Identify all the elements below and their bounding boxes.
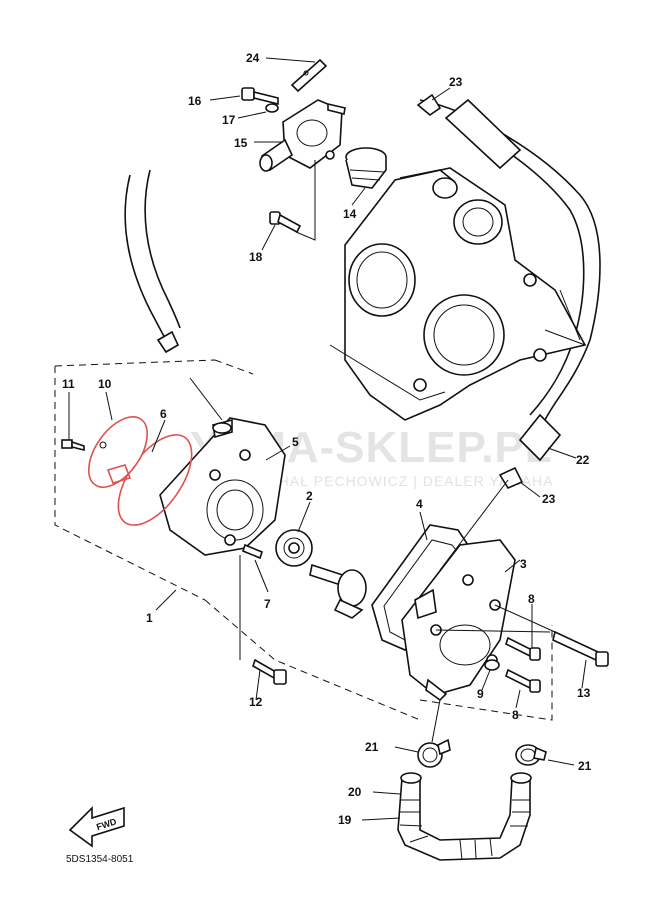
label-11: 11 — [62, 377, 75, 391]
label-10: 10 — [98, 377, 112, 391]
label-8-lower: 8 — [512, 708, 519, 722]
label-15: 15 — [234, 136, 248, 150]
hose-clamp-21-left — [394, 699, 451, 768]
pump-housing-5 — [159, 377, 291, 556]
label-21-right: 21 — [578, 759, 592, 773]
label-8-upper: 8 — [528, 592, 535, 606]
plate-24 — [265, 57, 328, 93]
bolt-13 — [552, 630, 609, 689]
bearing-2 — [275, 501, 313, 567]
label-23-lower: 23 — [542, 492, 556, 506]
label-3: 3 — [520, 557, 527, 571]
washer-17 — [237, 103, 279, 119]
thermostat-cover-15 — [254, 99, 346, 172]
impeller-plate-10 — [88, 391, 148, 488]
hose-clamp-21-right — [515, 744, 575, 766]
hose-clip-small — [156, 330, 180, 354]
bolt-8-lower — [505, 668, 541, 709]
screw-11 — [61, 392, 85, 452]
label-13: 13 — [577, 686, 591, 700]
label-22: 22 — [576, 453, 590, 467]
pump-cover-3 — [401, 539, 521, 702]
engine-cylinder-head — [329, 167, 587, 421]
impeller-shaft — [309, 563, 367, 619]
bolt-8-upper — [505, 604, 541, 661]
label-12: 12 — [249, 695, 263, 709]
label-9: 9 — [477, 687, 484, 701]
leader-1 — [155, 589, 177, 611]
washer-9 — [481, 659, 500, 691]
label-6: 6 — [160, 407, 167, 421]
water-hose-19 — [361, 772, 532, 861]
label-19: 19 — [338, 813, 352, 827]
label-17: 17 — [222, 113, 236, 127]
fwd-arrow-icon: FWD — [68, 806, 125, 848]
pin-7 — [242, 543, 269, 593]
bolt-18 — [261, 160, 316, 251]
label-24: 24 — [246, 51, 260, 65]
label-21-left: 21 — [365, 740, 379, 754]
part-labels: 24 23 16 17 15 14 18 11 10 6 5 22 2 23 4… — [62, 51, 592, 827]
label-4: 4 — [416, 497, 423, 511]
hose-small-top — [124, 169, 181, 339]
watermark-sub: MICHAŁ PECHOWICZ | DEALER YAMAHA — [250, 473, 554, 489]
hose-22 — [419, 98, 601, 462]
hose-clip-23-lower — [439, 466, 541, 571]
hose-clip-23-top — [416, 87, 451, 117]
label-23-top: 23 — [449, 75, 463, 89]
label-20: 20 — [348, 785, 362, 799]
assembly-boundary-bottom — [204, 599, 421, 721]
label-7: 7 — [264, 597, 271, 611]
label-5: 5 — [292, 435, 299, 449]
bolt-axis-lines — [435, 604, 556, 633]
label-18: 18 — [249, 250, 263, 264]
label-2: 2 — [306, 489, 313, 503]
bolt-16 — [209, 87, 279, 106]
bolt-12 — [239, 555, 287, 701]
label-1: 1 — [146, 611, 153, 625]
thermostat-14 — [345, 147, 387, 206]
diagram-code: 5DS1354-8051 — [66, 854, 134, 865]
label-16: 16 — [188, 94, 202, 108]
label-14: 14 — [343, 207, 357, 221]
